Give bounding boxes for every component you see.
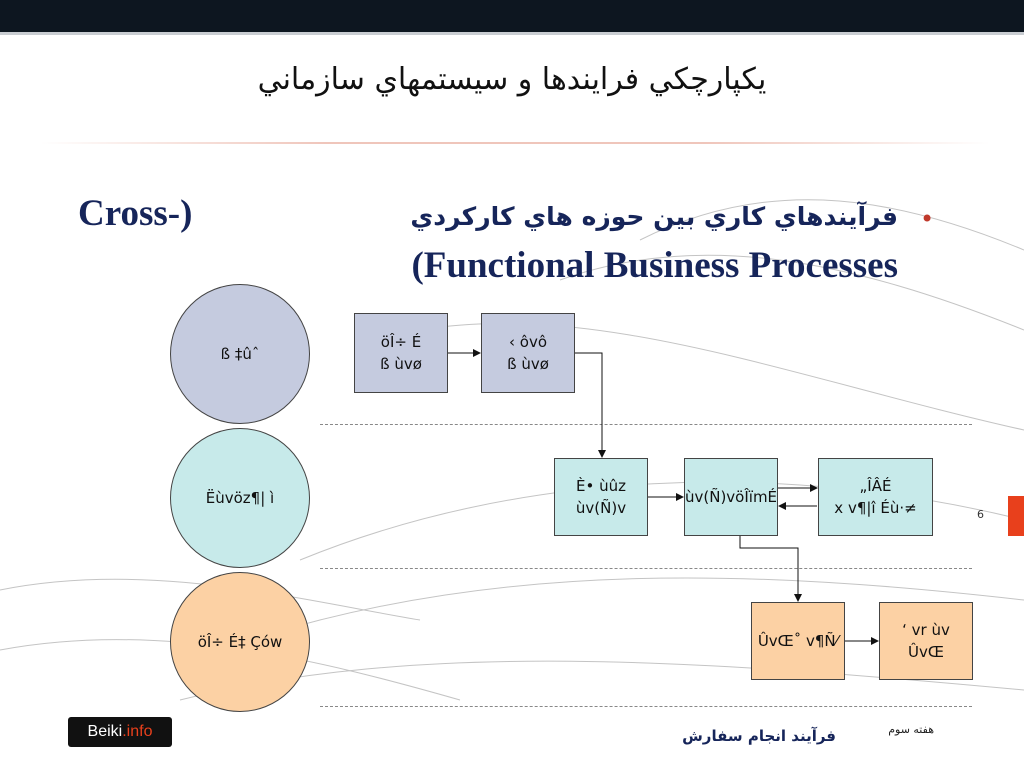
slide-title: يکپارچکي فرايندها و سيستمهاي سازماني xyxy=(257,62,767,97)
box-5-line-2: x v¶|î Éù·≠ xyxy=(834,499,917,517)
top-bar xyxy=(0,0,1024,32)
arrow-box4-box6 xyxy=(739,536,802,602)
box-6-line-1: ÛvŒ˚ v¶Ñ⁄ xyxy=(757,632,839,650)
process-box-5: „ÎÂÉ x v¶|î Éù·≠ xyxy=(818,458,933,536)
lane-circle-2: Ëùvöz¶| ì xyxy=(170,428,310,568)
lane-circle-1: ß ‡ûˆ xyxy=(170,284,310,424)
arrow-box2-box3 xyxy=(575,352,606,458)
process-box-1: öÎ÷ É ß ùvø xyxy=(354,313,448,393)
process-box-6: ÛvŒ˚ v¶Ñ⁄ xyxy=(751,602,845,680)
process-box-3: È• ùûz ùv(Ñ)v xyxy=(554,458,648,536)
footer-week: هفته سوم xyxy=(888,723,934,736)
bullet-latin-2: (Functional Business Processes xyxy=(411,245,898,286)
bullet-marker: • xyxy=(920,205,935,233)
box-2-line-2: ß ùvø xyxy=(507,355,549,373)
bullet-latin-1: Cross-) xyxy=(78,193,193,234)
box-1-line-1: öÎ÷ É xyxy=(380,333,422,351)
box-5-line-1: „ÎÂÉ xyxy=(859,477,892,495)
box-7-line-2: ÛvŒ xyxy=(908,643,944,661)
bullet-line-1: Cross-) فرآيندهاي كاري بين حوزه هاي كارك… xyxy=(78,192,898,235)
process-box-4: ùv(Ñ)vöÎïmÉ xyxy=(684,458,778,536)
side-accent-tab xyxy=(1008,496,1024,536)
lane-divider-1 xyxy=(320,424,972,425)
box-2-line-1: ‹ ôvô xyxy=(509,333,547,351)
lane-label-1: ß ‡ûˆ xyxy=(220,345,260,363)
slide-number: 6 xyxy=(977,508,984,521)
box-3-line-1: È• ùûz xyxy=(576,477,626,495)
process-box-7: ‘ vr ùv ÛvŒ xyxy=(879,602,973,680)
brand-badge[interactable]: Beiki.info xyxy=(68,717,172,747)
lane-label-3: öÎ÷ É‡ Çów xyxy=(197,633,283,651)
lane-label-2: Ëùvöz¶| ì xyxy=(205,489,275,507)
top-bar-rule xyxy=(0,32,1024,35)
lane-divider-2 xyxy=(320,568,972,569)
box-4-line-1: ùv(Ñ)vöÎïmÉ xyxy=(684,488,778,506)
lane-divider-3 xyxy=(320,706,972,707)
bullet-farsi: فرآيندهاي كاري بين حوزه هاي كاركردي xyxy=(410,202,898,231)
footer-topic: فرآيند انجام سفارش xyxy=(682,727,836,745)
title-underline xyxy=(40,142,990,144)
process-box-2: ‹ ôvô ß ùvø xyxy=(481,313,575,393)
box-3-line-2: ùv(Ñ)v xyxy=(575,499,627,517)
box-7-line-1: ‘ vr ùv xyxy=(902,621,950,639)
lane-circle-3: öÎ÷ É‡ Çów xyxy=(170,572,310,712)
brand-suffix: .info xyxy=(122,723,153,740)
brand-main: Beiki xyxy=(87,723,123,740)
box-1-line-2: ß ùvø xyxy=(380,355,422,373)
